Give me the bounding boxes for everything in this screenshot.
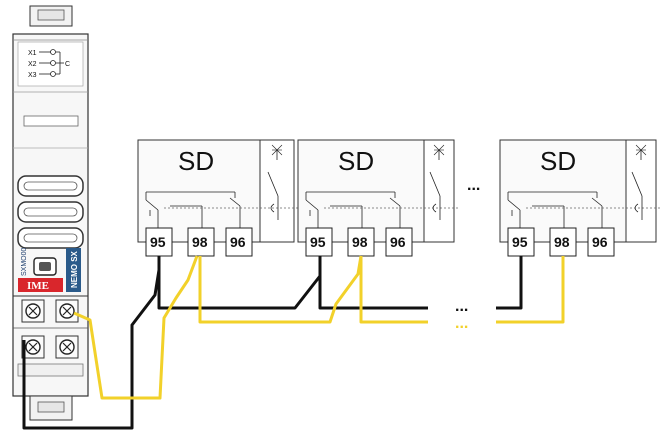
- terminal-98: [187, 227, 215, 257]
- contact-label-x2: X2: [28, 61, 37, 68]
- product-label: NEMO SX: [70, 250, 79, 288]
- sd-module-1: SD 95 98 96: [137, 139, 300, 257]
- common-wire-run-1: [157, 256, 322, 310]
- terminal-96: [587, 227, 615, 257]
- sd-label: SD: [338, 146, 374, 176]
- signal-wire-end: [496, 256, 565, 324]
- common-label: C: [65, 61, 70, 68]
- device-slot-3: [17, 227, 84, 249]
- contact-x2-icon: [50, 60, 56, 66]
- terminal-98: [549, 227, 577, 257]
- brand-badge: [18, 278, 63, 292]
- device-slot-2: [17, 201, 84, 223]
- contact-label-x1: X1: [28, 50, 37, 57]
- contact-schematic: X1 X2 X3 C: [28, 49, 70, 79]
- sd-module-3: SD 95 98 96: [499, 139, 660, 257]
- terminal-96: [385, 227, 413, 257]
- terminal-label: 98: [554, 234, 570, 250]
- signal-wire-run-2: [359, 256, 428, 324]
- terminal-label: 95: [150, 234, 166, 250]
- common-wire-end: [496, 256, 523, 310]
- terminal-label: 96: [230, 234, 246, 250]
- brand-label: IME: [27, 280, 49, 292]
- terminal-label: 95: [310, 234, 326, 250]
- sd-label: SD: [178, 146, 214, 176]
- sd-module-2: SD 95 98 96: [297, 139, 460, 257]
- model-code-label: SXMO00: [21, 247, 28, 276]
- terminal-label: 96: [592, 234, 608, 250]
- signal-wire-to-device: [73, 255, 199, 400]
- terminal-98: [347, 227, 375, 257]
- sd-label: SD: [540, 146, 576, 176]
- device-slot-1: [17, 175, 84, 197]
- nemo-sx-device: X1 X2 X3 C SXMO00: [12, 5, 89, 421]
- signal-wire-run-1: [198, 255, 363, 324]
- terminal-label: 95: [512, 234, 528, 250]
- contact-x3-icon: [50, 71, 56, 77]
- contact-x1-icon: [50, 49, 56, 55]
- device-front-window: [23, 115, 79, 127]
- terminal-label: 98: [352, 234, 368, 250]
- terminal-96: [225, 227, 253, 257]
- yellow-signal-wire: [73, 255, 565, 400]
- terminal-95: [145, 227, 173, 257]
- product-band: [66, 248, 81, 292]
- terminal-label: 96: [390, 234, 406, 250]
- black-common-wire: [22, 256, 523, 430]
- wire-continuation-dots-yellow: ...: [455, 315, 468, 332]
- device-top-clip-inner: [37, 9, 65, 21]
- contact-label-x3: X3: [28, 72, 37, 79]
- common-wire-run-2: [318, 262, 428, 310]
- terminal-label: 98: [192, 234, 208, 250]
- wire-continuation-dots-black: ...: [455, 298, 468, 315]
- continuation-dots: ...: [467, 177, 480, 194]
